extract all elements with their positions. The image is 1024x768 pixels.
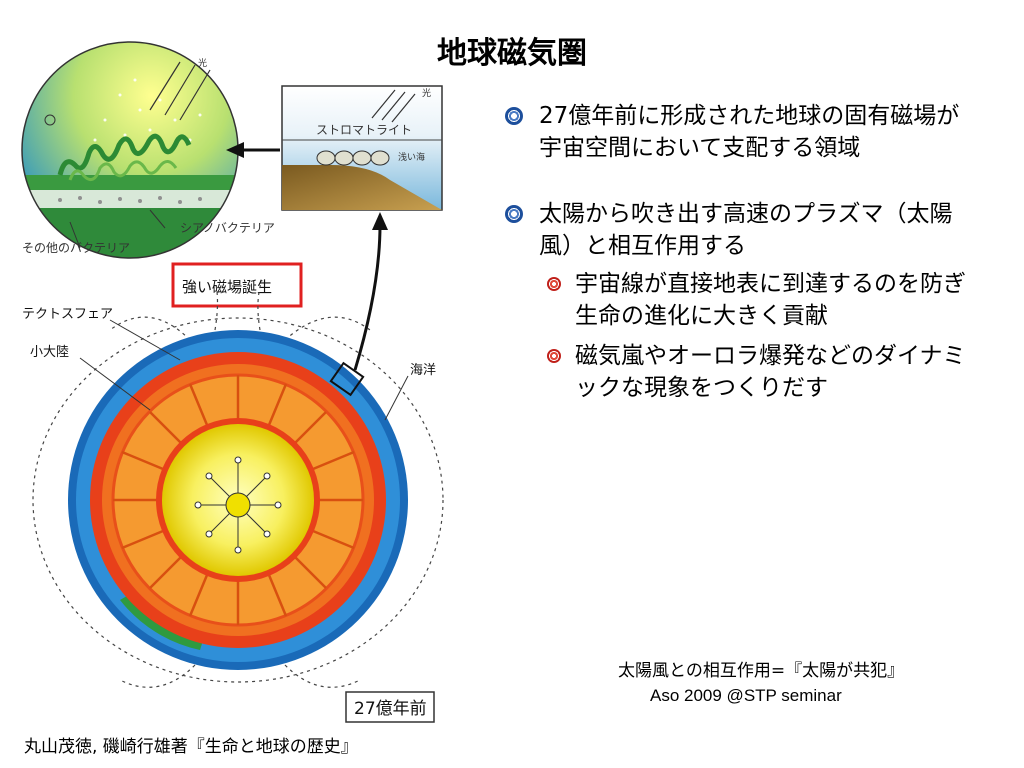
bullet-text-1: 27億年前に形成された地球の固有磁場が宇宙空間において支配する領域	[539, 103, 960, 161]
stromatolite-panel: 光 ストロマトライト 浅い海	[281, 85, 443, 211]
strong-field-box	[171, 262, 303, 308]
arrow-head-left	[226, 142, 244, 158]
stromatolite-label: ストロマトライト	[316, 123, 412, 137]
tectosphere-label: テクトスフェア	[22, 307, 113, 322]
note-line-2: Aso 2009 @STP seminar	[650, 686, 842, 705]
cyanobacteria-label: シアノバクテリア	[180, 221, 275, 235]
source-credit: 丸山茂徳, 磯崎行雄著『生命と地球の歴史』	[24, 737, 358, 757]
bullet-icon	[505, 205, 523, 223]
strong-field-label: 強い磁場誕生	[182, 278, 272, 296]
age-box	[345, 691, 435, 723]
note-line-1: 太陽風との相互作用=『太陽が共犯』	[618, 661, 905, 681]
sub-bullet-item-1: 宇宙線が直接地表に到達するのを防ぎ生命の進化に大きく貢献	[547, 268, 995, 332]
ocean-label: 海洋	[410, 363, 436, 378]
bullet-text-2: 太陽から吹き出す高速のプラズマ（太陽風）と相互作用する	[539, 201, 953, 259]
arrow-head-up	[372, 212, 388, 230]
light-label-right: 光	[422, 87, 431, 99]
earth-cross-section	[68, 330, 408, 670]
bullet-list: 27億年前に形成された地球の固有磁場が宇宙空間において支配する領域 太陽から吹き…	[505, 100, 995, 412]
bullet-icon	[505, 107, 523, 125]
page-title: 地球磁気圏	[437, 36, 587, 71]
light-label-top: 光	[198, 57, 207, 69]
sub-bullet-text-2: 磁気嵐やオーロラ爆発などのダイナミックな現象をつくりだす	[575, 343, 966, 401]
bullet-item-2: 太陽から吹き出す高速のプラズマ（太陽風）と相互作用する	[505, 198, 995, 262]
sub-bullet-text-1: 宇宙線が直接地表に到達するのを防ぎ生命の進化に大きく貢献	[575, 271, 966, 329]
other-bacteria-label: その他のバクテリア	[22, 241, 130, 255]
sub-bullet-item-2: 磁気嵐やオーロラ爆発などのダイナミックな現象をつくりだす	[547, 340, 995, 404]
sub-bullet-icon	[547, 349, 561, 363]
age-label: 27億年前	[354, 699, 427, 719]
shallow-sea-label: 浅い海	[398, 151, 425, 163]
bullet-item-1: 27億年前に形成された地球の固有磁場が宇宙空間において支配する領域	[505, 100, 995, 164]
earth-magnetosphere-figure: 光 シアノバクテリア その他のバクテリア 光 ストロマトライト 浅い海 強い磁場…	[21, 41, 444, 723]
small-continent-label: 小大陸	[30, 344, 69, 360]
sub-bullet-icon	[547, 277, 561, 291]
magnetic-field-lines	[32, 279, 444, 688]
